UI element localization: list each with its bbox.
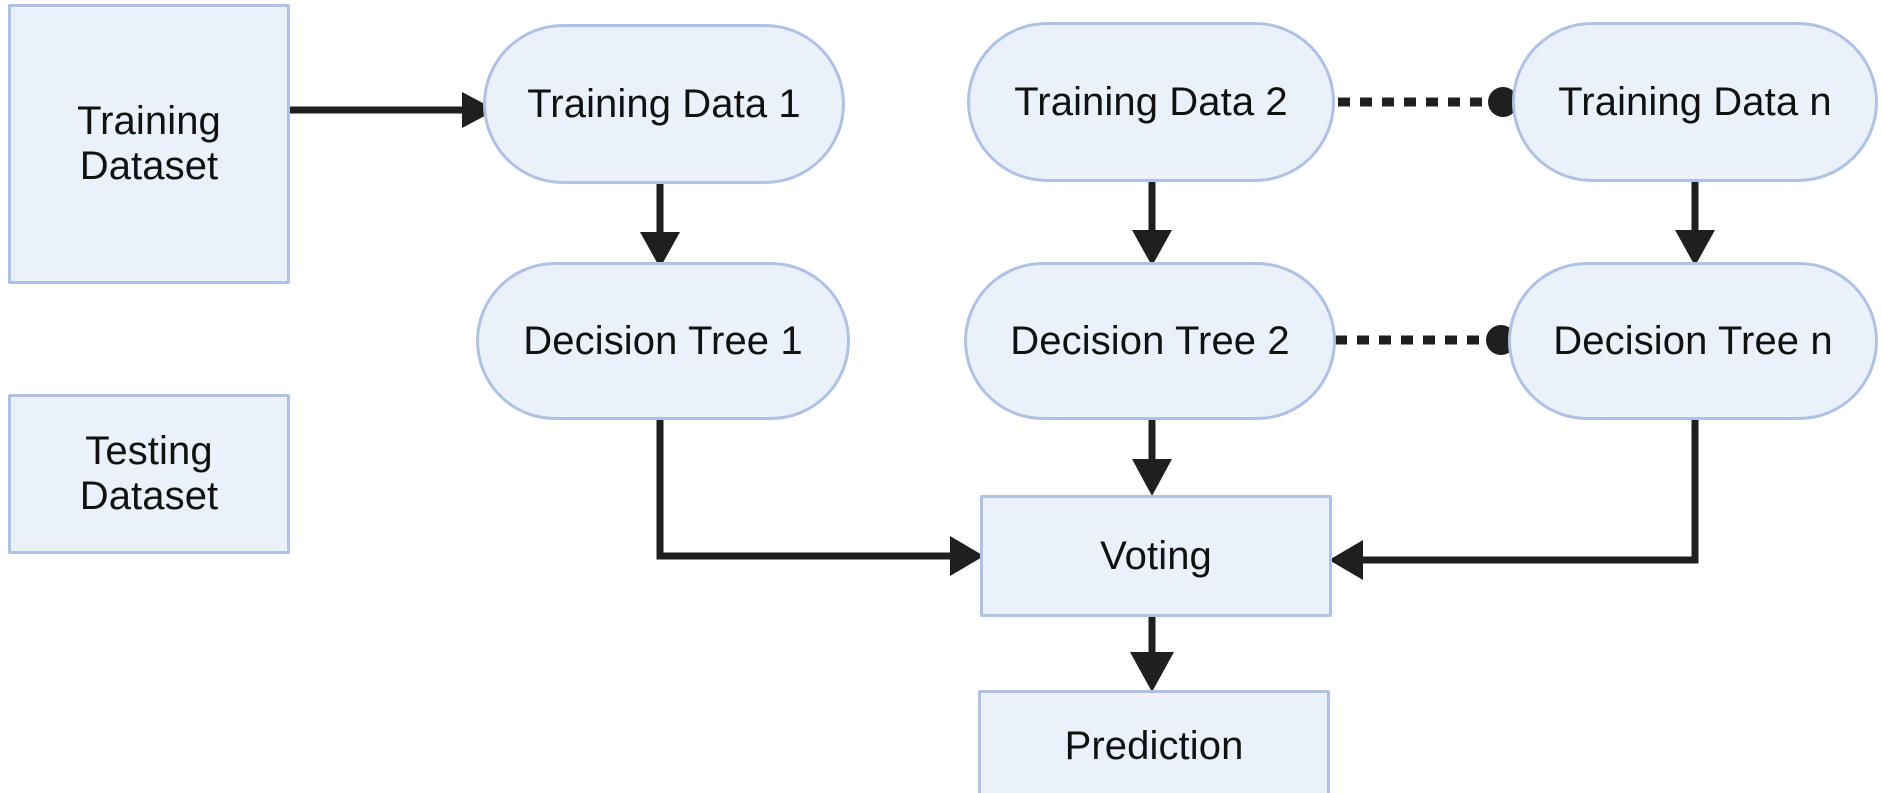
node-training-data-1-label: Training Data 1 xyxy=(527,81,801,126)
node-prediction-label: Prediction xyxy=(1064,723,1244,768)
node-testing-dataset[interactable]: Testing Dataset xyxy=(8,394,290,554)
node-training-data-2[interactable]: Training Data 2 xyxy=(967,22,1335,182)
node-testing-dataset-label: Testing Dataset xyxy=(79,429,219,518)
node-training-data-n[interactable]: Training Data n xyxy=(1512,22,1878,182)
edge-training-dataset-to-training-data-1 xyxy=(290,92,496,128)
edge-training-data-2-to-decision-tree-2 xyxy=(1132,182,1172,266)
node-training-dataset-label: Training Dataset xyxy=(77,99,221,188)
node-voting-label: Voting xyxy=(1100,533,1212,578)
node-training-dataset[interactable]: Training Dataset xyxy=(8,4,290,284)
edge-training-data-n-to-decision-tree-n xyxy=(1675,182,1715,266)
edge-training-data-2-to-training-data-n-dashed xyxy=(1338,87,1518,117)
node-decision-tree-n-label: Decision Tree n xyxy=(1553,318,1833,363)
node-decision-tree-1-label: Decision Tree 1 xyxy=(523,318,803,363)
node-prediction[interactable]: Prediction xyxy=(978,690,1330,793)
edge-decision-tree-2-to-voting xyxy=(1132,418,1172,496)
edge-decision-tree-2-to-decision-tree-n-dashed xyxy=(1335,325,1516,355)
edge-decision-tree-n-to-voting xyxy=(1329,418,1699,580)
node-training-data-2-label: Training Data 2 xyxy=(1014,79,1288,124)
node-decision-tree-2[interactable]: Decision Tree 2 xyxy=(964,262,1336,420)
node-training-data-1[interactable]: Training Data 1 xyxy=(483,24,845,184)
edge-training-data-1-to-decision-tree-1 xyxy=(640,183,680,268)
node-training-data-n-label: Training Data n xyxy=(1558,79,1832,124)
node-decision-tree-n[interactable]: Decision Tree n xyxy=(1508,262,1878,420)
node-decision-tree-1[interactable]: Decision Tree 1 xyxy=(476,262,850,420)
node-voting[interactable]: Voting xyxy=(980,495,1332,617)
edge-voting-to-prediction xyxy=(1130,617,1174,692)
edge-decision-tree-1-to-voting xyxy=(656,418,984,576)
node-decision-tree-2-label: Decision Tree 2 xyxy=(1010,318,1290,363)
